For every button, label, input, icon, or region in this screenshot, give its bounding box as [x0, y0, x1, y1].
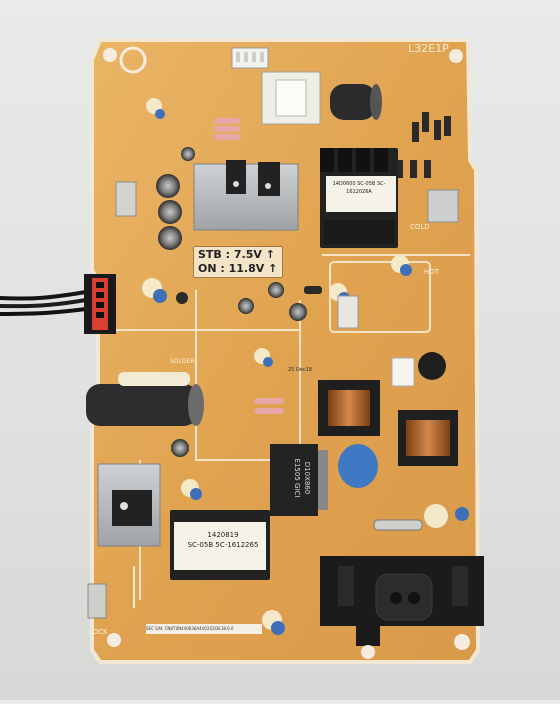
- thermistor: [418, 352, 446, 380]
- power-cable: [0, 290, 87, 316]
- small-capacitors-mid: [171, 282, 307, 457]
- bridge-ic: [270, 444, 318, 516]
- ic-label-block: D10X860 E1505 GICI: [292, 456, 312, 500]
- y-capacitors-mid: [142, 255, 469, 635]
- transformer-code-2: SC-05B 5C-1612265: [187, 541, 259, 549]
- small-transformer-code: 14D0600 SC-05B SC-1612026A: [332, 181, 386, 195]
- main-transformer: [320, 148, 398, 248]
- on-voltage-label: ON : 11.8V ↑: [198, 262, 278, 275]
- resistors-mid: [254, 398, 284, 414]
- output-connector: [84, 274, 116, 334]
- stb-voltage-label: STB : 7.5V ↑: [198, 248, 275, 261]
- bulk-capacitor: [86, 372, 204, 426]
- hot-label: HOT: [424, 268, 440, 276]
- mounting-hole-bottom-right: [454, 634, 470, 650]
- lock-label: LOCK: [89, 628, 108, 636]
- diode-array: [396, 112, 451, 178]
- ic-label-2: E1505 GICI: [293, 458, 301, 498]
- serial-label: SEC S/N: CNBT0N440036A4V02Q1DE18 6.0: [146, 624, 262, 634]
- voltage-label-panel: [193, 246, 283, 278]
- standby-transformer: [261, 71, 321, 125]
- optocoupler: [337, 295, 359, 329]
- cold-label: COLD: [410, 223, 430, 231]
- top-connector: [231, 47, 269, 69]
- y-capacitor-top: [146, 98, 165, 119]
- ac-inlet: [320, 556, 484, 659]
- common-mode-choke: [398, 410, 458, 466]
- mounting-hole-top-right: [449, 49, 463, 63]
- heatsink-bottom: [97, 463, 161, 547]
- bridge-rectifier: [115, 181, 137, 217]
- pfc-inductor: [318, 380, 380, 436]
- date-tag: 25 Dec18: [288, 367, 312, 373]
- resistor-array-top: [214, 118, 240, 140]
- varistor: [338, 444, 378, 488]
- filter-capacitors-left: [156, 147, 195, 250]
- mounting-hole-top-left: [103, 48, 117, 62]
- heatsink: [193, 160, 299, 231]
- standby-capacitor: [330, 84, 382, 120]
- x-capacitor: [391, 357, 415, 387]
- lock-switch: [87, 583, 107, 619]
- relay-right: [427, 189, 459, 223]
- ic-label-1: D10X860: [303, 461, 311, 495]
- fuse: [373, 519, 423, 531]
- bottom-transformer: [170, 510, 270, 580]
- mounting-hole-bottom-left: [107, 633, 121, 647]
- board-model-label: L32E1P: [408, 42, 449, 55]
- transformer-code-block: 1420819 SC-05B 5C-1612265: [178, 530, 268, 550]
- solder-label: SOLDER: [170, 358, 195, 365]
- transformer-code-1: 1420819: [207, 531, 239, 539]
